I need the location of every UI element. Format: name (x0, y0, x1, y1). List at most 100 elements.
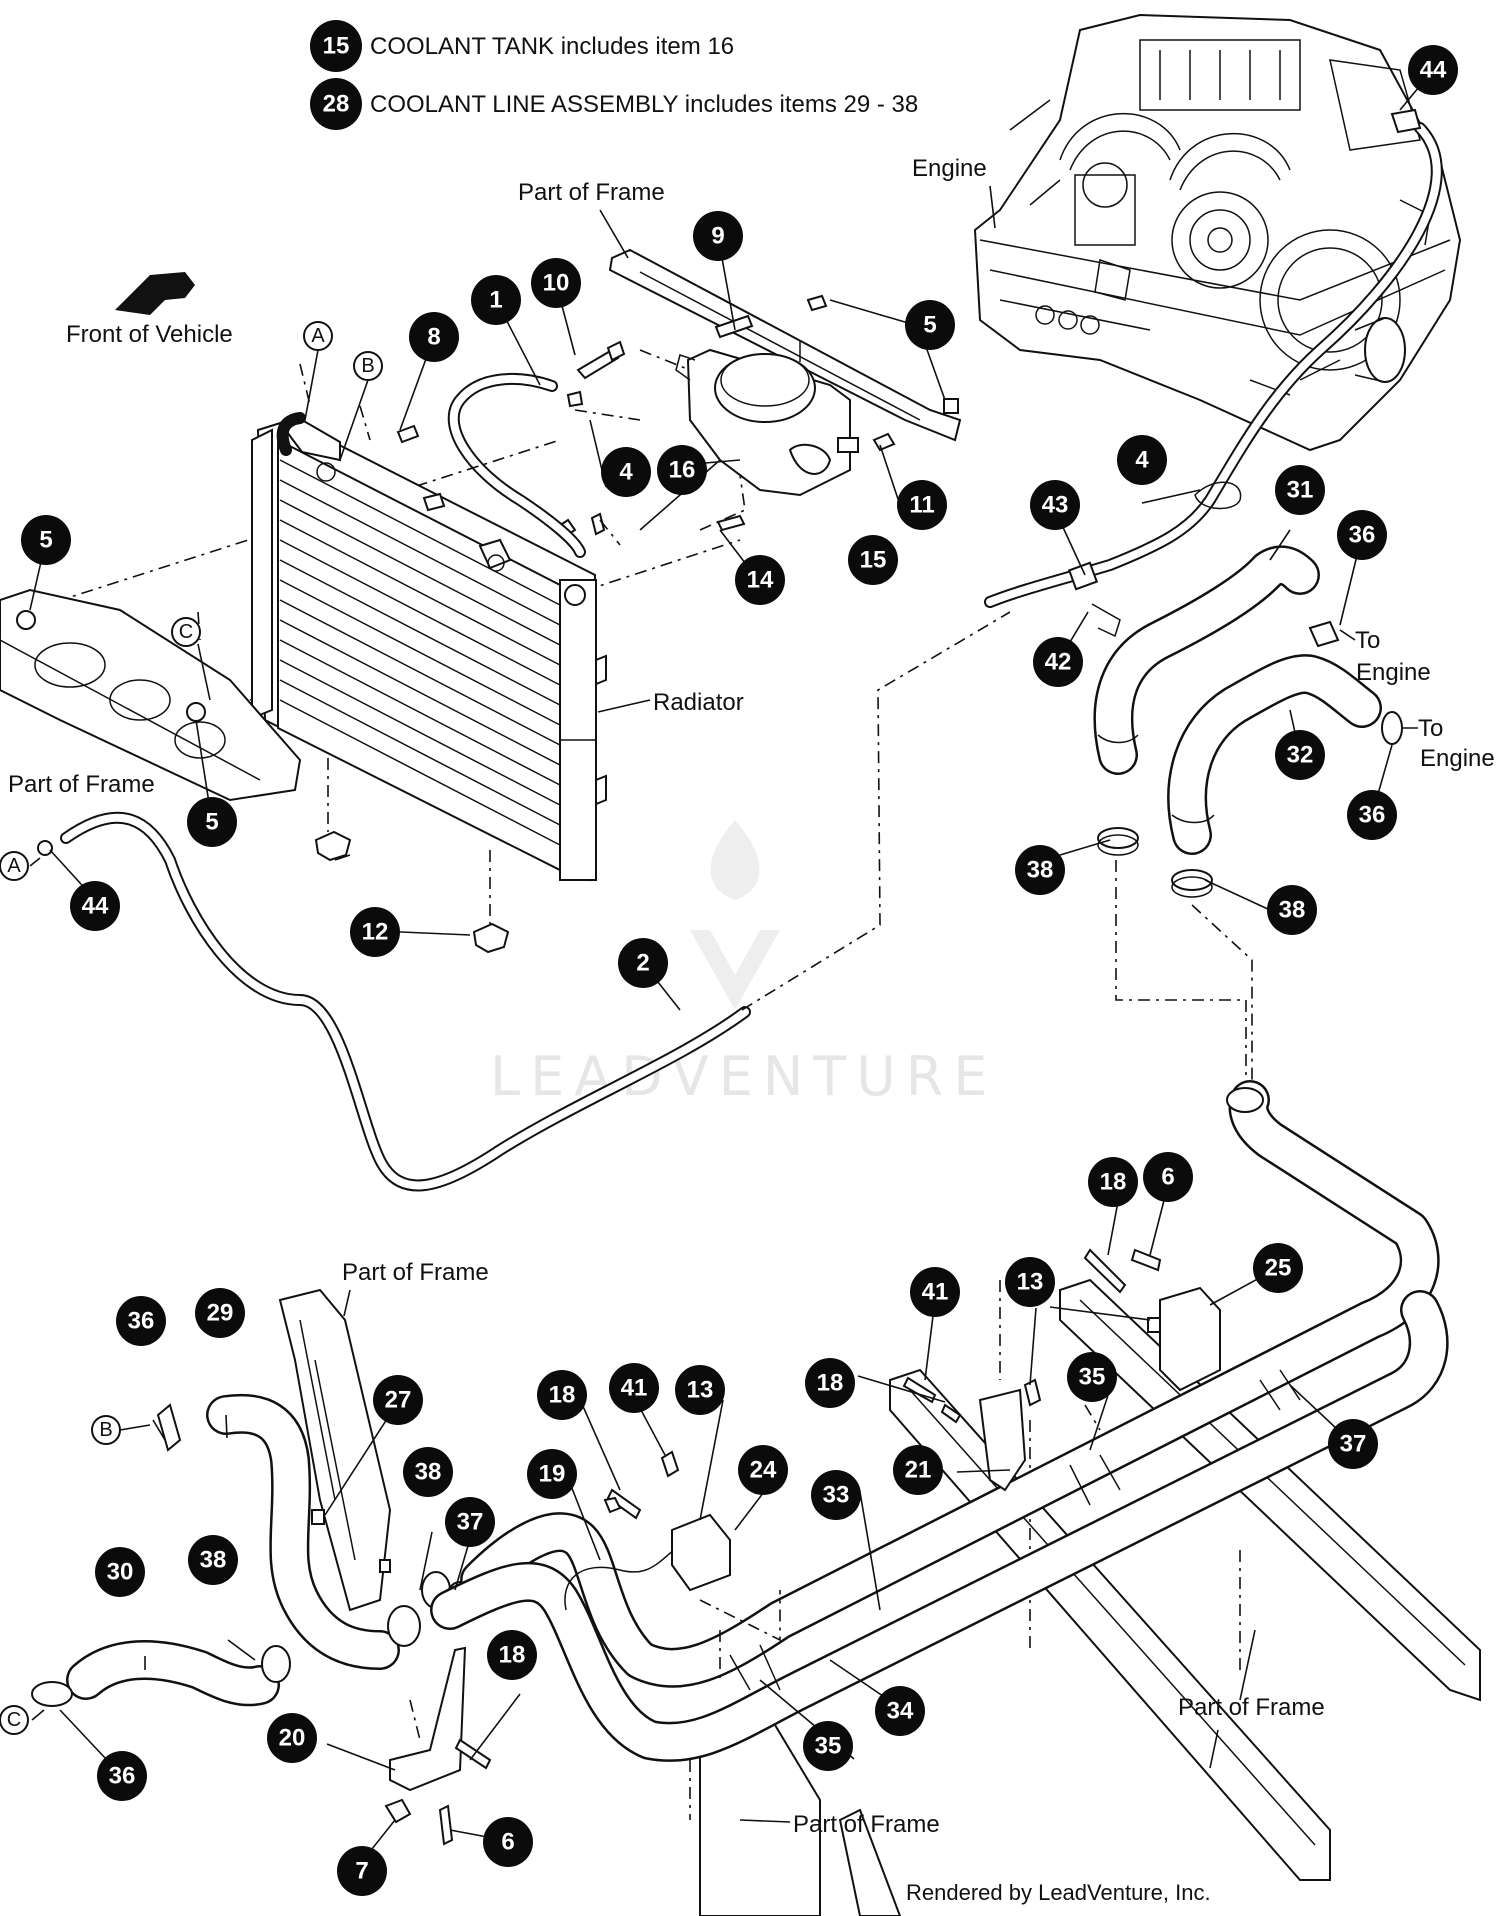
svg-text:5: 5 (205, 809, 218, 836)
svg-text:32: 32 (1287, 742, 1314, 769)
svg-text:6: 6 (1161, 1164, 1174, 1191)
svg-text:27: 27 (385, 1387, 412, 1414)
bracket-24 (671, 1513, 731, 1592)
svg-text:8: 8 (427, 324, 440, 351)
callouts: 44 9 10 1 8 5 4 16 11 15 14 4 43 31 36 4… (21, 45, 1458, 1896)
grommets-12 (314, 830, 510, 954)
callout-33: 33 (811, 1470, 861, 1520)
hose-31 (1093, 545, 1320, 775)
callout-42: 42 (1033, 637, 1083, 687)
callout-24: 24 (738, 1445, 788, 1495)
svg-text:38: 38 (200, 1547, 227, 1574)
svg-text:6: 6 (501, 1829, 514, 1856)
front-of-vehicle-label: Front of Vehicle (66, 321, 233, 348)
coolant-tank (675, 348, 859, 497)
callout-34: 34 (875, 1686, 925, 1736)
callout-15: 15 (848, 535, 898, 585)
svg-text:9: 9 (711, 223, 724, 250)
svg-text:30: 30 (107, 1559, 134, 1586)
svg-text:35: 35 (815, 1733, 842, 1760)
svg-text:19: 19 (539, 1461, 566, 1488)
svg-text:34: 34 (887, 1698, 914, 1725)
callout-20: 20 (267, 1713, 317, 1763)
hose-44-engine (984, 108, 1443, 638)
radiator (251, 412, 607, 882)
callout-38-right: 38 (1267, 885, 1317, 935)
svg-text:5: 5 (923, 312, 936, 339)
svg-text:18: 18 (817, 1370, 844, 1397)
svg-text:35: 35 (1079, 1364, 1106, 1391)
svg-text:24: 24 (750, 1457, 777, 1484)
svg-text:41: 41 (922, 1279, 949, 1306)
callout-36-left-lower: 36 (97, 1751, 147, 1801)
svg-text:31: 31 (1287, 477, 1314, 504)
hose-1 (447, 373, 586, 558)
svg-text:5: 5 (39, 527, 52, 554)
svg-text:38: 38 (415, 1459, 442, 1486)
frame-bar-top (608, 248, 962, 442)
note-2-text: COOLANT LINE ASSEMBLY includes items 29 … (370, 91, 918, 118)
callout-8: 8 (409, 312, 459, 362)
callout-5-center: 5 (187, 797, 237, 847)
ref-letter-A-bottom: A (0, 851, 29, 881)
ref-letter-A-top: A (303, 321, 333, 351)
callout-4-tank: 4 (601, 447, 651, 497)
callout-18-middle: 18 (805, 1358, 855, 1408)
svg-text:C: C (179, 621, 193, 643)
svg-text:25: 25 (1265, 1255, 1292, 1282)
bracket-20 (389, 1646, 467, 1792)
callout-41-right: 41 (910, 1267, 960, 1317)
svg-text:18: 18 (499, 1642, 526, 1669)
callout-10: 10 (531, 258, 581, 308)
callout-36-upper: 36 (1337, 510, 1387, 560)
svg-text:44: 44 (82, 893, 109, 920)
svg-text:21: 21 (905, 1457, 932, 1484)
credit-text: Rendered by LeadVenture, Inc. (906, 1880, 1211, 1905)
callout-36-lower: 36 (1347, 790, 1397, 840)
svg-text:7: 7 (355, 1858, 368, 1885)
callout-6-upper: 6 (1143, 1152, 1193, 1202)
callout-9: 9 (693, 211, 743, 261)
callout-1: 1 (471, 275, 521, 325)
clamps-36-38-right (1097, 620, 1403, 898)
svg-text:15: 15 (860, 547, 887, 574)
frame-label-left: Part of Frame (8, 771, 155, 798)
callout-7: 7 (337, 1846, 387, 1896)
callout-5-left: 5 (21, 515, 71, 565)
callout-18-upper: 18 (1088, 1157, 1138, 1207)
svg-text:43: 43 (1042, 492, 1069, 519)
svg-text:36: 36 (1359, 802, 1386, 829)
svg-text:B: B (361, 355, 374, 377)
svg-text:33: 33 (823, 1482, 850, 1509)
callout-4-engine: 4 (1117, 435, 1167, 485)
nut-5-left (16, 610, 36, 630)
callout-30: 30 (95, 1547, 145, 1597)
svg-text:C: C (7, 1709, 21, 1731)
pipe-bands-35-37 (729, 1369, 1301, 1691)
svg-text:13: 13 (687, 1377, 714, 1404)
hose-30 (66, 1640, 280, 1707)
svg-text:41: 41 (621, 1375, 648, 1402)
frame-label-mid: Part of Frame (342, 1259, 489, 1286)
svg-text:16: 16 (669, 457, 696, 484)
hardware-top (396, 294, 959, 540)
callout-18-lower: 18 (487, 1630, 537, 1680)
callout-44-bottom: 44 (70, 881, 120, 931)
bracket-25 (1159, 1286, 1221, 1392)
svg-text:A: A (311, 325, 325, 347)
hose-2 (60, 811, 751, 1192)
svg-text:37: 37 (457, 1509, 484, 1536)
callout-29: 29 (195, 1288, 245, 1338)
svg-text:18: 18 (1100, 1169, 1127, 1196)
to-engine-2-line2: Engine (1420, 745, 1495, 772)
bracket-21 (978, 1388, 1027, 1492)
leader-lines (29, 69, 1434, 1855)
callout-43: 43 (1030, 480, 1080, 530)
callout-16: 16 (657, 445, 707, 495)
svg-text:20: 20 (279, 1725, 306, 1752)
pipe-33 (460, 1080, 1440, 1688)
callout-6-lower: 6 (483, 1817, 533, 1867)
callout-25: 25 (1253, 1243, 1303, 1293)
ref-letter-C-top: C (171, 617, 201, 647)
note-2: 28 COOLANT LINE ASSEMBLY includes items … (310, 78, 918, 130)
